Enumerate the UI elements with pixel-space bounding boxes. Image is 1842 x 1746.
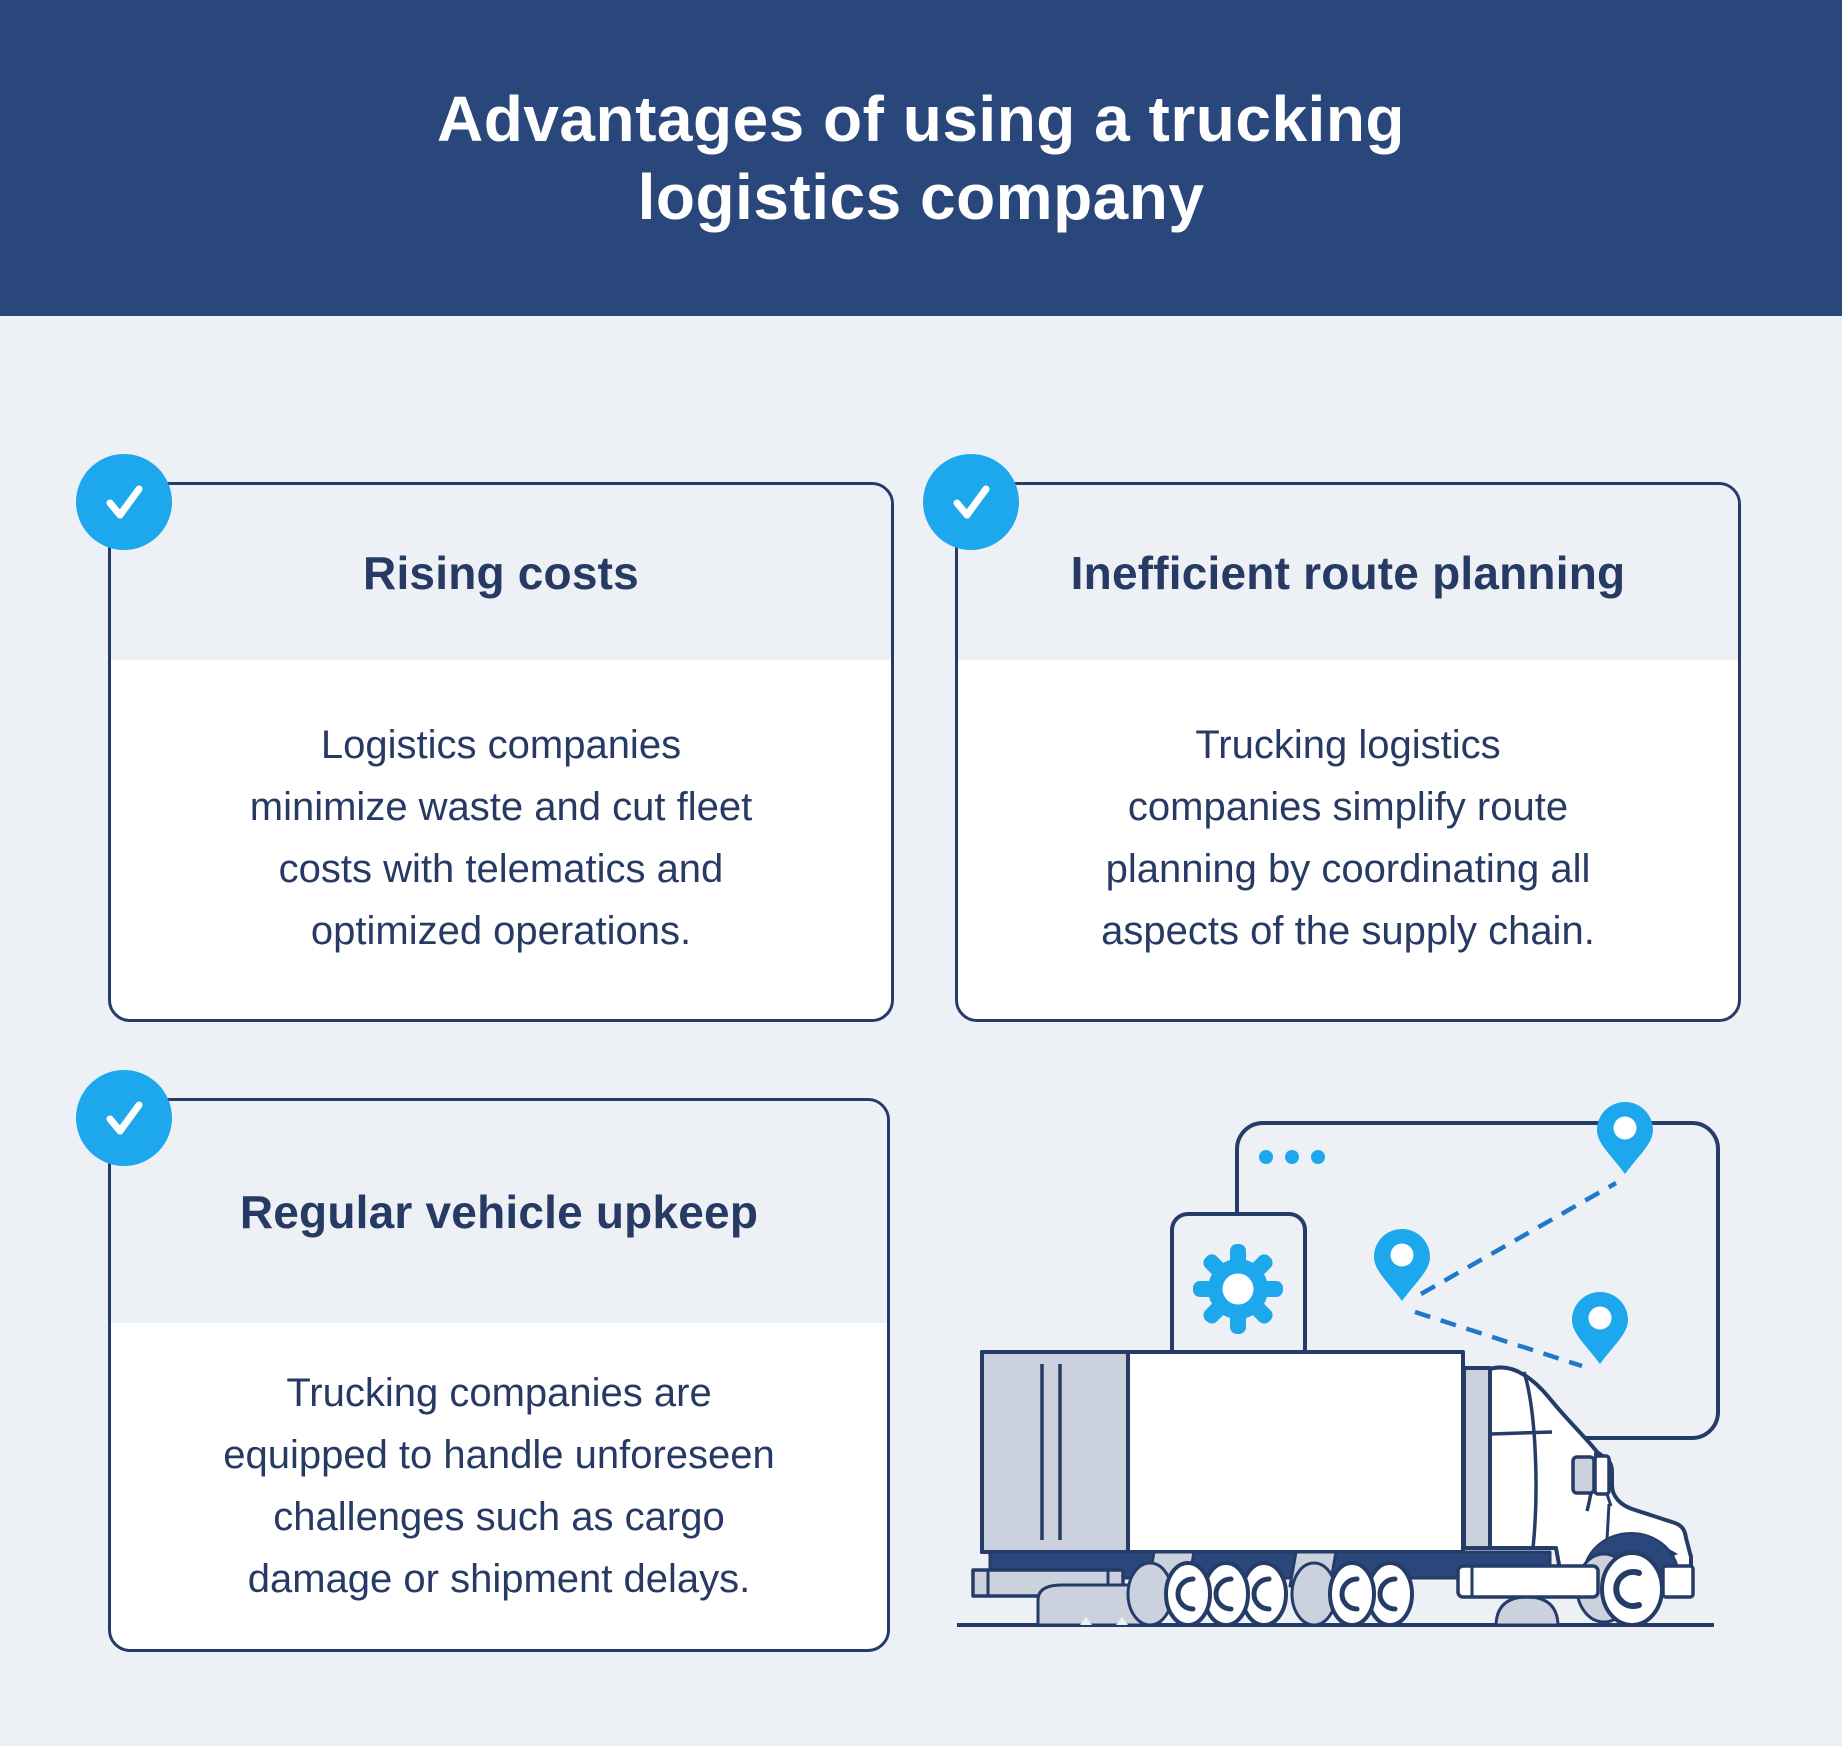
blinker [1669,1549,1678,1558]
card-regular-vehicle-upkeep: Regular vehicle upkeep Trucking companie… [76,1070,890,1652]
checkmark-icon [953,485,990,519]
location-pin-icon [1374,1229,1430,1301]
page-title: Advantages of using a trucking logistics… [436,83,1406,233]
card-title: Rising costs [363,546,639,599]
window-dots-icon [1259,1150,1325,1164]
checkmark-badge [76,454,172,550]
gear-icon [1193,1244,1283,1334]
card-title: Regular vehicle upkeep [239,1186,759,1238]
truck-route-illustration [957,1102,1720,1627]
card-description: Logistics companies minimize waste and c… [249,722,753,953]
semi-truck-illustration [971,1350,1695,1627]
location-pin-icon [1597,1102,1653,1174]
fuel-tank [1456,1564,1600,1599]
card-body-area: Logistics companies minimize waste and c… [111,660,891,1015]
window-frame [1593,1454,1611,1496]
route-dashed-line [1414,1309,1583,1369]
door-line [1605,1503,1611,1541]
cab-window [1571,1455,1596,1495]
header-banner: Advantages of using a trucking logistics… [0,0,1842,316]
cab-shadow-wheel [1494,1595,1560,1627]
location-pin-icon [1572,1292,1628,1364]
location-pins [1374,1102,1653,1364]
front-wheel [1600,1551,1664,1627]
card-body-area: Trucking companies are equipped to handl… [111,1323,887,1649]
route-dashed-line [1419,1181,1618,1296]
card-title-area: Regular vehicle upkeep [111,1101,887,1323]
sleeper-seam [1522,1371,1538,1549]
card-title-area: Inefficient route planning [958,485,1738,660]
trailer-door [980,1350,1130,1554]
front-bumper [1661,1564,1695,1599]
cab-deflector [1462,1366,1492,1550]
trailer-wheels [1164,1561,1414,1627]
card-rising-costs: Rising costs Logistics companies minimiz… [76,454,894,1022]
mirror [1605,1493,1613,1507]
checkmark-badge [76,1070,172,1166]
card-title: Inefficient route planning [1070,546,1626,599]
logistics-illustration [940,1080,1745,1690]
checkmark-icon [106,485,143,519]
route-dashes [1414,1181,1618,1369]
card-body-area: Trucking logistics companies simplify ro… [958,660,1738,1015]
checkmark-icon [106,1101,143,1135]
card-description: Trucking companies are equipped to handl… [223,1371,775,1601]
card-description: Trucking logistics companies simplify ro… [1101,722,1595,953]
checkmark-badge [923,454,1019,550]
card-title-area: Rising costs [111,485,891,660]
card-inefficient-route-planning: Inefficient route planning Trucking logi… [923,454,1741,1022]
